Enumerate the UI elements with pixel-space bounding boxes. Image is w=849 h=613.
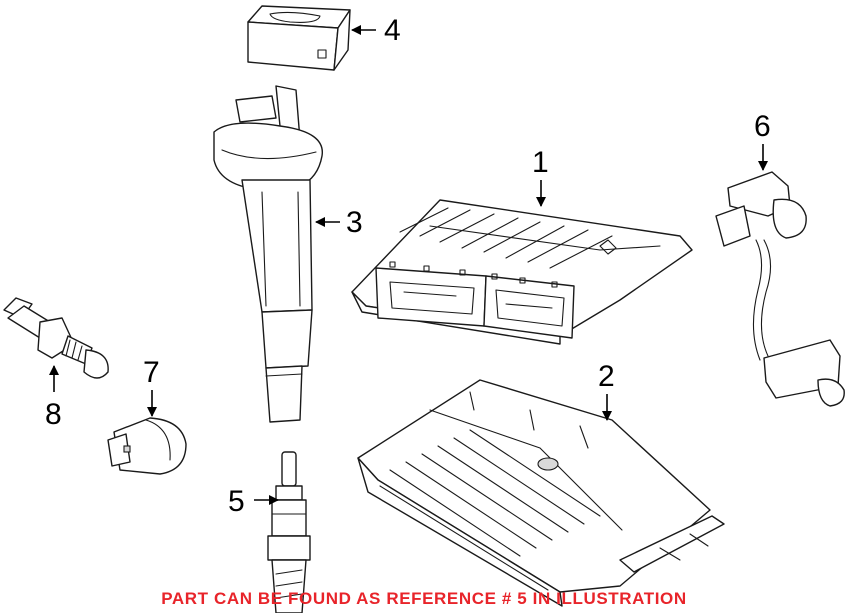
part-7-sensor-cap — [107, 417, 187, 475]
part-2-module-housing — [357, 379, 725, 607]
callout-7: 7 — [143, 356, 160, 389]
part-6-cam-sensor — [715, 171, 845, 407]
callout-8: 8 — [45, 398, 62, 431]
part-1-ecm — [351, 199, 693, 345]
part-4-connector-cover — [247, 5, 351, 71]
callout-labels: 4 3 1 2 6 7 5 8 — [45, 14, 771, 518]
callout-5: 5 — [228, 485, 245, 518]
part-5-spark-plug — [267, 451, 311, 613]
callout-2: 2 — [598, 360, 615, 393]
callout-6: 6 — [754, 110, 771, 143]
part-8-knock-sensor — [3, 297, 109, 379]
callout-3: 3 — [346, 206, 363, 239]
leader-lines — [49, 25, 768, 505]
part-3-ignition-coil — [213, 85, 323, 423]
callout-1: 1 — [532, 146, 549, 179]
reference-notice: PART CAN BE FOUND AS REFERENCE # 5 IN IL… — [161, 589, 687, 608]
callout-4: 4 — [384, 14, 401, 47]
